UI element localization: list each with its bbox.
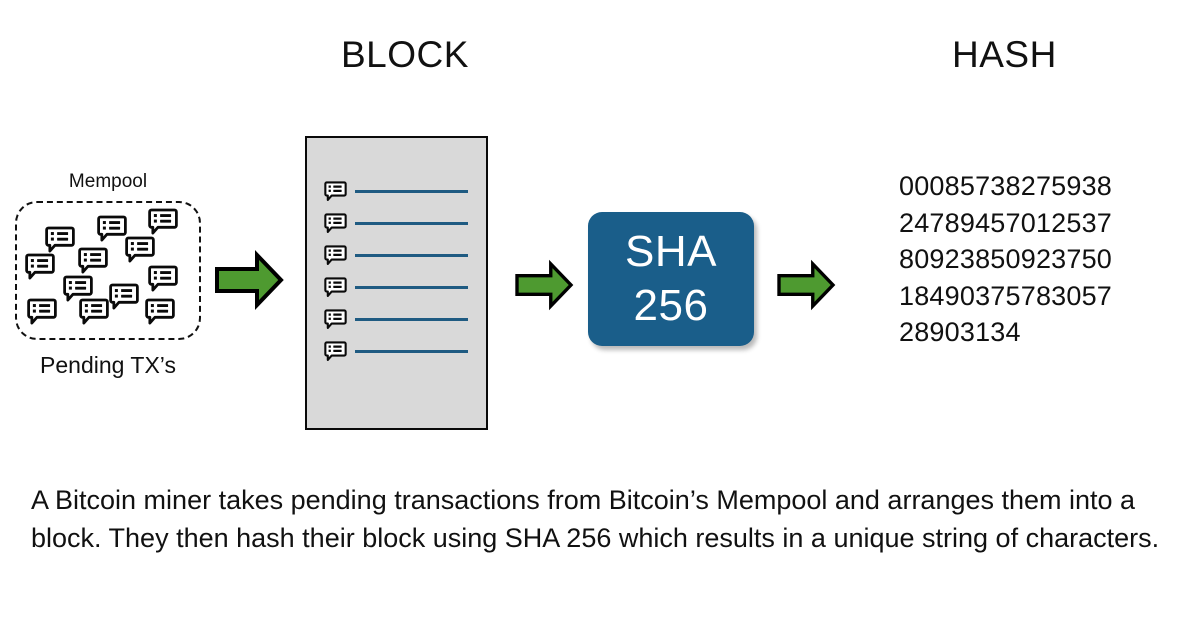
speech-bubble-icon-wrapper: [324, 244, 347, 266]
speech-bubble-icon: [324, 244, 347, 265]
mempool-transaction-bubble: [45, 226, 75, 254]
mempool-group: Mempool Pending TX’s: [13, 168, 203, 379]
hash-line: 24789457012537: [899, 207, 1113, 238]
pending-tx-label: Pending TX’s: [40, 352, 176, 378]
speech-bubble-icon: [148, 265, 178, 292]
block-transaction-row: [324, 244, 468, 266]
right-arrow-icon: [215, 250, 284, 310]
speech-bubble-icon: [125, 236, 155, 263]
sha-label-line2: 256: [633, 281, 709, 330]
hash-line: 00085738275938: [899, 171, 1113, 201]
caption-text: A Bitcoin miner takes pending transactio…: [31, 485, 1160, 553]
speech-bubble-icon: [63, 275, 93, 302]
transaction-line: [355, 317, 468, 321]
page-title-hash: HASH: [952, 34, 1057, 75]
transaction-line: [355, 221, 468, 225]
speech-bubble-icon-wrapper: [324, 276, 347, 298]
speech-bubble-icon: [78, 247, 108, 274]
hash-line: 28903134: [899, 317, 1021, 347]
speech-bubble-icon: [27, 298, 57, 325]
mempool-transaction-bubble: [27, 298, 57, 326]
mempool-transaction-bubble: [125, 236, 155, 264]
arrow-mempool-to-block: [213, 248, 285, 317]
transaction-line: [355, 349, 468, 353]
arrow-sha-to-hash: [775, 258, 837, 317]
mempool-transaction-bubble: [79, 298, 109, 326]
speech-bubble-icon-wrapper: [324, 308, 347, 330]
speech-bubble-icon: [45, 226, 75, 253]
speech-bubble-icon: [25, 253, 55, 280]
speech-bubble-icon: [148, 208, 178, 235]
mempool-transaction-bubble: [148, 208, 178, 236]
speech-bubble-icon: [79, 298, 109, 325]
speech-bubble-icon: [145, 298, 175, 325]
hash-line: 18490375783057: [899, 280, 1113, 311]
mempool-transaction-bubble: [25, 253, 55, 281]
block-transaction-list: [324, 180, 468, 362]
speech-bubble-icon: [324, 340, 347, 361]
mempool-transaction-bubble: [78, 247, 108, 275]
block-transaction-row: [324, 212, 468, 234]
speech-bubble-icon: [324, 180, 347, 201]
speech-bubble-icon: [97, 215, 127, 242]
transaction-line: [355, 253, 468, 257]
speech-bubble-icon-wrapper: [324, 212, 347, 234]
mempool-container: [15, 201, 201, 340]
transaction-line: [355, 285, 468, 289]
mempool-label: Mempool: [68, 171, 148, 192]
sha256-box: SHA 256: [588, 212, 754, 346]
block-transaction-row: [324, 308, 468, 330]
speech-bubble-icon: [324, 212, 347, 233]
mempool-transaction-bubble: [145, 298, 175, 326]
mempool-transaction-bubble: [97, 215, 127, 243]
right-arrow-icon: [515, 259, 574, 311]
block-transaction-row: [324, 340, 468, 362]
mempool-transaction-bubble: [63, 275, 93, 303]
mempool-transaction-bubble: [109, 283, 139, 311]
speech-bubble-icon-wrapper: [324, 340, 347, 362]
speech-bubble-icon-wrapper: [324, 180, 347, 202]
hash-output: 00085738275938 24789457012537 809238509237…: [899, 168, 1112, 351]
transaction-line: [355, 189, 468, 193]
mempool-transaction-bubble: [148, 265, 178, 293]
speech-bubble-icon: [109, 283, 139, 310]
arrow-block-to-sha: [513, 258, 575, 317]
hash-line: 80923850923750: [899, 244, 1113, 274]
right-arrow-icon: [777, 259, 836, 311]
page-title-block: BLOCK: [341, 34, 469, 75]
speech-bubble-icon: [324, 308, 347, 329]
block-transaction-row: [324, 180, 468, 202]
speech-bubble-icon: [324, 276, 347, 297]
block-card: [305, 136, 488, 430]
block-transaction-row: [324, 276, 468, 298]
sha-label-line1: SHA: [625, 227, 717, 276]
